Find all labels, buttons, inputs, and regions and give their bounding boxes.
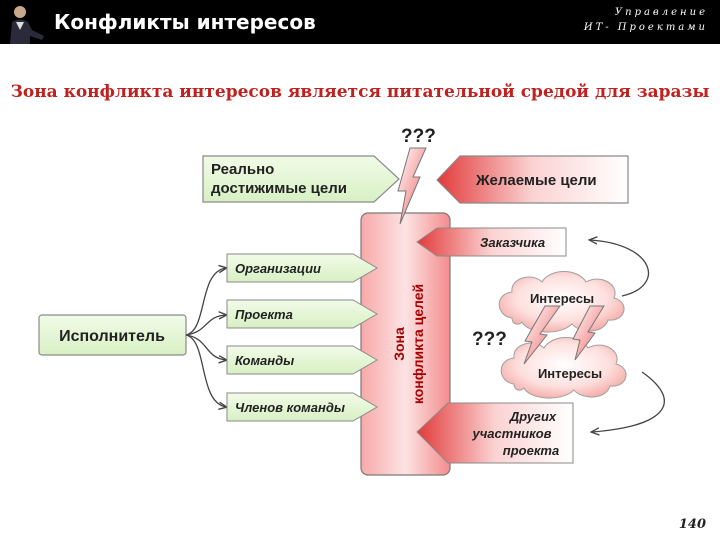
lightning-bolt-mid-left bbox=[523, 305, 561, 365]
slide-header: Конфликты интересов Управление ИТ- Проек… bbox=[0, 0, 720, 44]
conflict-zone-label-2: конфликта целей bbox=[410, 284, 426, 404]
others-label-2: участников bbox=[471, 426, 551, 441]
others-label-1: Других bbox=[509, 409, 557, 424]
desired-goals-label: Желаемые цели bbox=[475, 172, 597, 189]
question-marks-mid: ??? bbox=[472, 329, 507, 350]
left-item-project: Проекта bbox=[235, 307, 293, 322]
realistic-goals-arrow bbox=[202, 155, 400, 203]
interests-label-top: Интересы bbox=[530, 291, 594, 306]
brand-line-2: ИТ- Проектами bbox=[583, 22, 708, 33]
page-title: Конфликты интересов bbox=[54, 10, 316, 34]
left-arrows bbox=[226, 253, 378, 422]
left-arrow-team bbox=[226, 345, 378, 375]
interests-cloud-top: Интересы bbox=[498, 271, 625, 333]
interests-cloud-bottom: Интересы bbox=[500, 337, 627, 399]
cloud-connectors bbox=[590, 240, 665, 432]
executor-connectors bbox=[185, 268, 226, 407]
others-arrow bbox=[416, 402, 574, 464]
brand-line-1: Управление bbox=[614, 7, 708, 18]
realistic-goals-label-2: достижимые цели bbox=[211, 180, 347, 197]
question-marks-top: ??? bbox=[401, 126, 436, 147]
desired-goals-arrow bbox=[436, 155, 629, 204]
lightning-bolt-top bbox=[397, 147, 427, 225]
executor-label: Исполнитель bbox=[59, 328, 165, 345]
interests-label-bottom: Интересы bbox=[538, 366, 602, 381]
realistic-goals-label-1: Реально bbox=[211, 161, 274, 178]
left-arrow-organization bbox=[226, 253, 378, 283]
customer-label: Заказчика bbox=[480, 235, 545, 250]
presenter-logo bbox=[0, 0, 48, 44]
conflict-zone-bar bbox=[360, 212, 451, 476]
conflict-zone-label-1: Зона bbox=[391, 327, 407, 361]
left-item-team: Команды bbox=[235, 353, 294, 368]
page-number: 140 bbox=[678, 517, 706, 532]
left-item-team-members: Членов команды bbox=[235, 400, 345, 415]
left-arrow-project bbox=[226, 299, 378, 329]
brand-text: Управление ИТ- Проектами bbox=[584, 5, 708, 35]
others-label-3: проекта bbox=[503, 443, 559, 458]
left-arrow-team-members bbox=[226, 392, 378, 422]
left-item-organization: Организации bbox=[235, 261, 321, 276]
lightning-bolt-mid-right bbox=[572, 305, 605, 361]
customer-arrow bbox=[416, 227, 567, 257]
slide-subtitle: Зона конфликта интересов является питате… bbox=[10, 82, 710, 102]
